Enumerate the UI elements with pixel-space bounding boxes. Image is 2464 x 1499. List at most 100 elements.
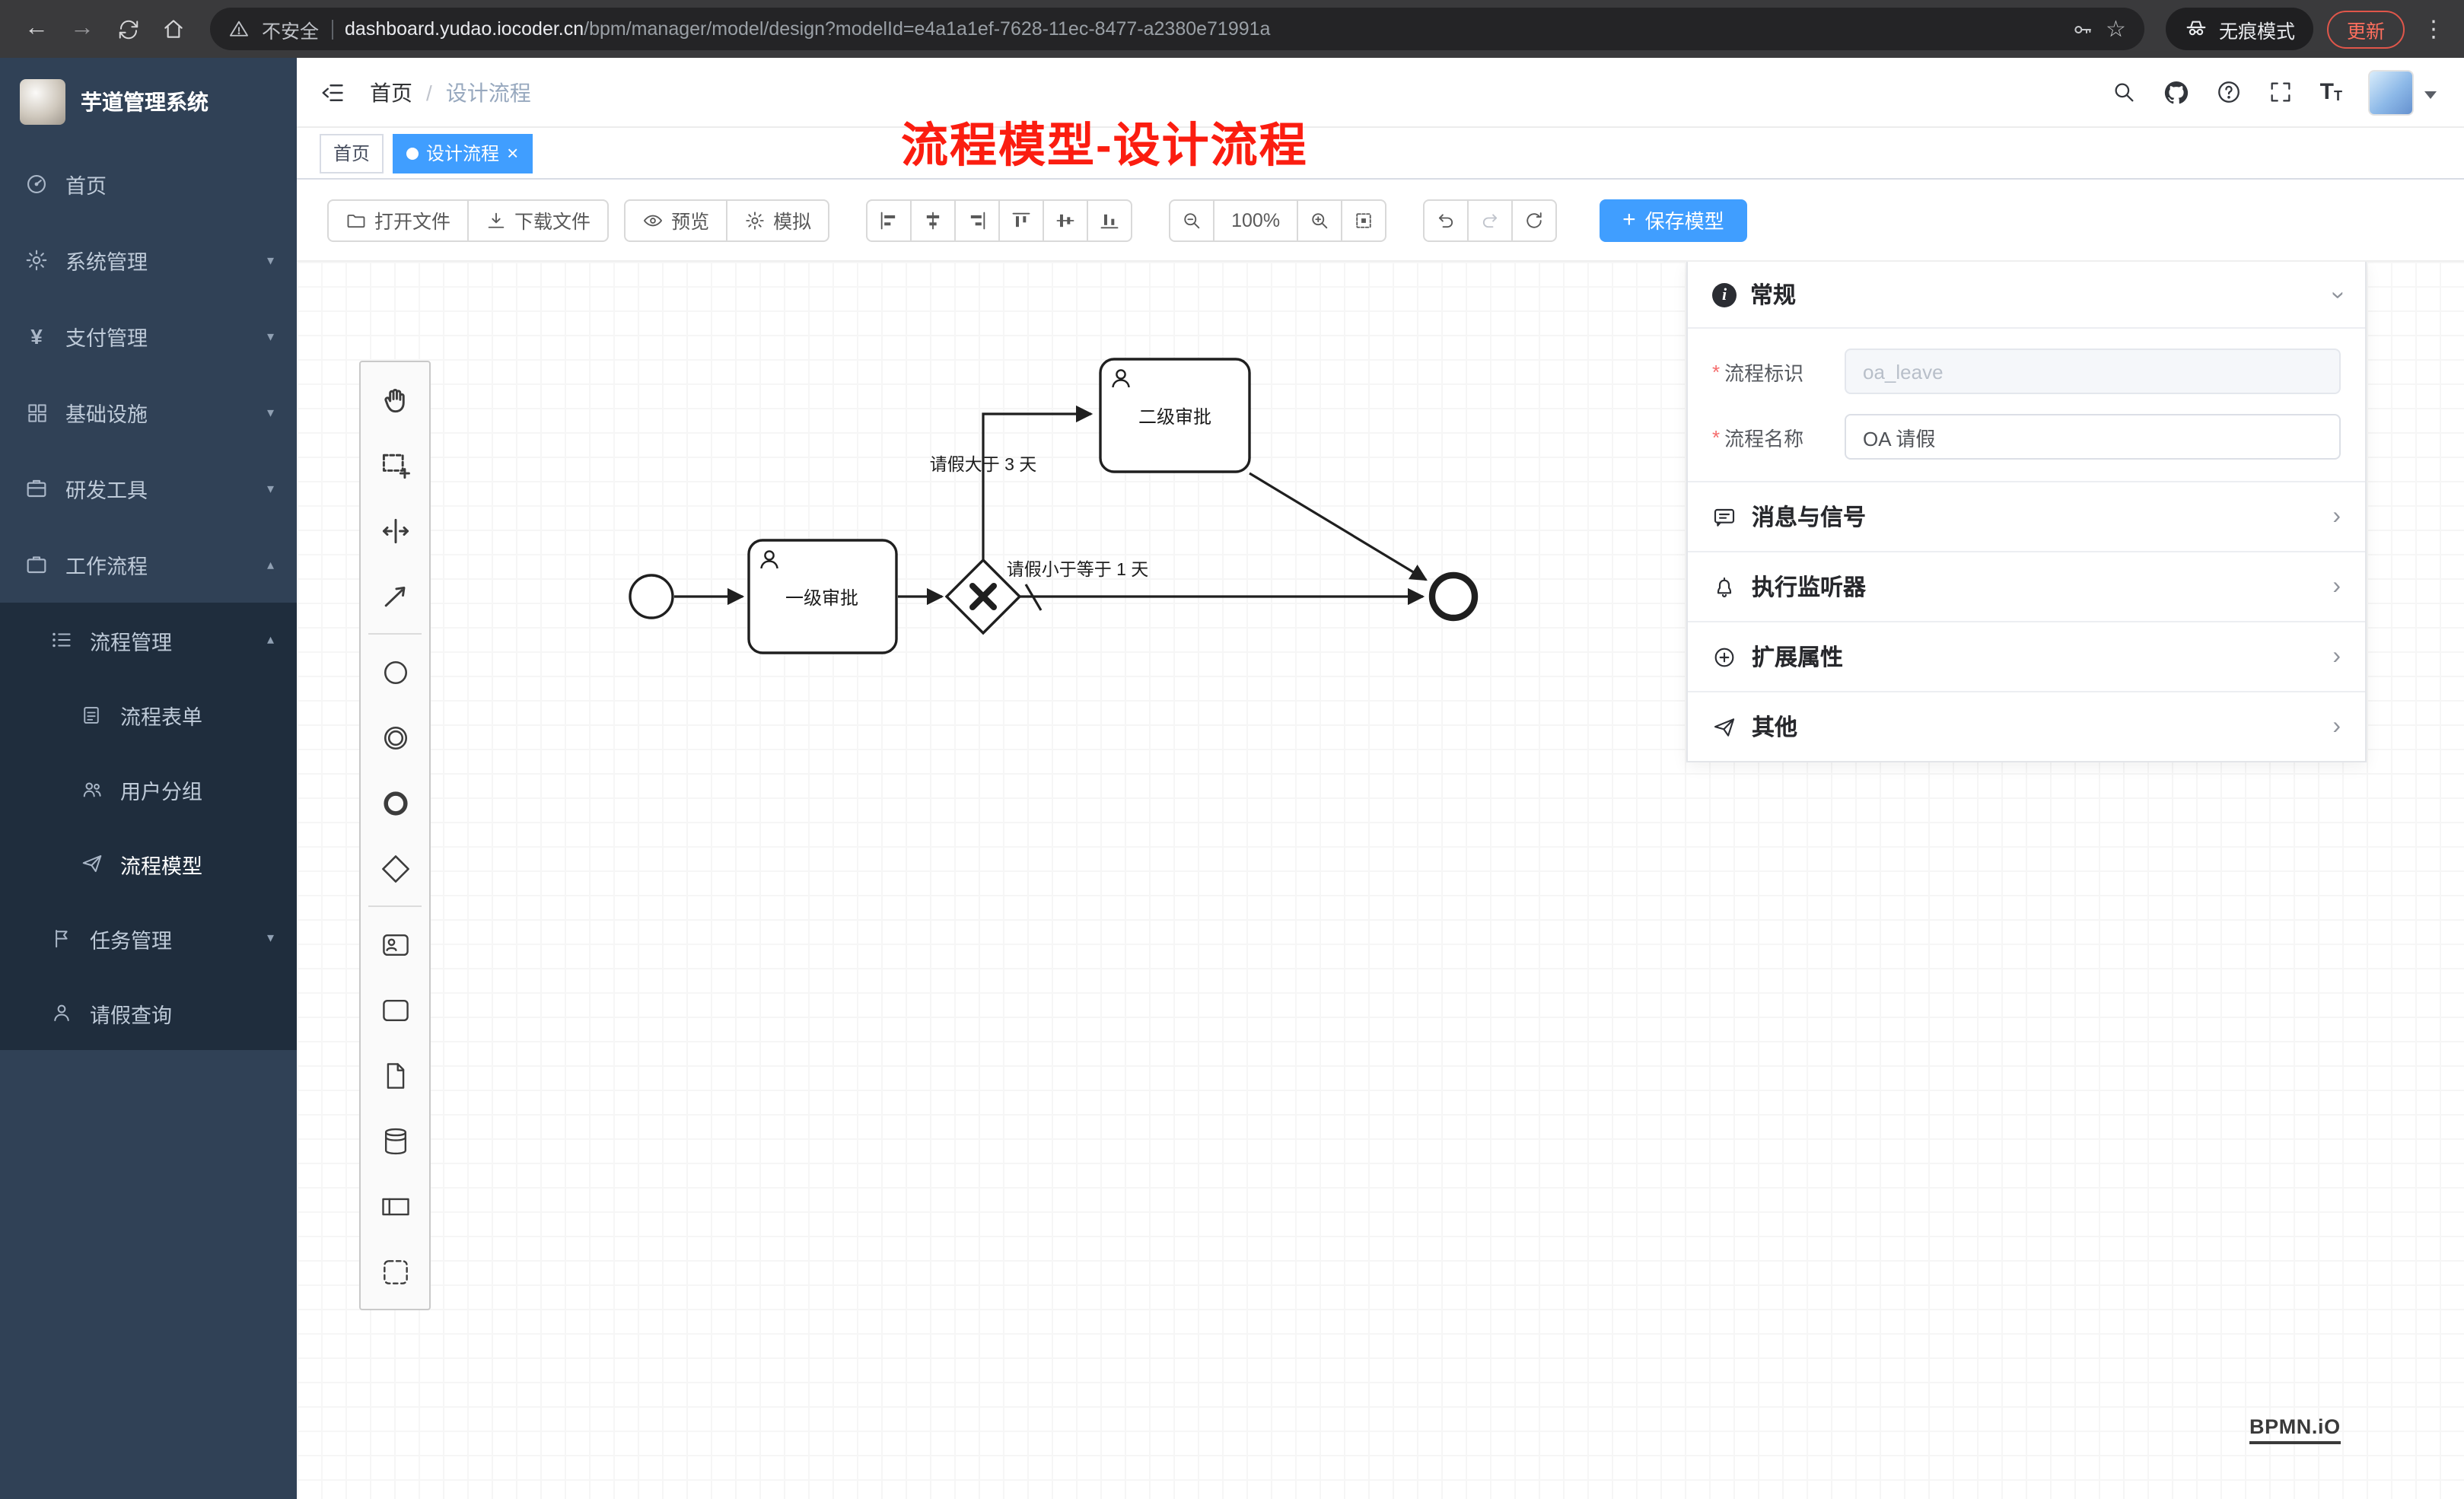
help-icon[interactable] xyxy=(2217,79,2243,105)
bookmark-star-icon[interactable]: ☆ xyxy=(2106,17,2126,43)
bpmn-gateway-exclusive[interactable] xyxy=(944,558,1022,635)
forward-icon[interactable]: → xyxy=(70,15,94,41)
align-top-button[interactable] xyxy=(998,199,1045,241)
flow-condition-label[interactable]: 请假大于 3 天 xyxy=(930,454,1037,474)
create-data-object[interactable] xyxy=(361,1042,429,1108)
sidebar-item-infrastructure[interactable]: 基础设施 ▾ xyxy=(0,374,297,450)
zoom-out-button[interactable] xyxy=(1169,199,1215,241)
section-messages-signals[interactable]: 消息与信号 › xyxy=(1688,481,2365,551)
redo-button[interactable] xyxy=(1467,199,1514,241)
process-name-input[interactable] xyxy=(1845,414,2341,460)
flow-gateway-to-task2[interactable] xyxy=(982,405,1094,560)
open-file-button[interactable]: 打开文件 xyxy=(327,199,470,241)
undo-button[interactable] xyxy=(1423,199,1469,241)
back-icon[interactable]: ← xyxy=(24,15,49,41)
sidebar-item-workflow[interactable]: 工作流程 ▴ xyxy=(0,527,297,603)
sidebar-item-user-group[interactable]: 用户分组 xyxy=(0,752,297,826)
preview-button[interactable]: 预览 xyxy=(624,199,728,241)
bpmn-start-event[interactable] xyxy=(629,574,674,619)
default-flow-marker xyxy=(1024,584,1043,611)
tag-home[interactable]: 首页 xyxy=(320,133,384,173)
end-event-icon xyxy=(383,791,407,815)
fullscreen-icon[interactable] xyxy=(2268,79,2294,105)
restart-button[interactable] xyxy=(1511,199,1558,241)
tag-design-process[interactable]: 设计流程 × xyxy=(393,133,533,173)
browser-menu-icon[interactable]: ⋮ xyxy=(2422,17,2445,43)
download-file-button[interactable]: 下载文件 xyxy=(467,199,610,241)
chevron-down-icon: ▾ xyxy=(266,930,274,945)
browser-update-button[interactable]: 更新 xyxy=(2326,10,2405,48)
reload-icon[interactable] xyxy=(107,8,149,50)
sidebar-item-system[interactable]: 系统管理 ▾ xyxy=(0,222,297,298)
bpmn-task-second-approval[interactable]: 二级审批 xyxy=(1099,358,1251,473)
sidebar-item-task-mgmt[interactable]: 任务管理 ▾ xyxy=(0,901,297,975)
palette-separator xyxy=(368,905,422,907)
url-bar[interactable]: 不安全 dashboard.yudao.iocoder.cn/bpm/manag… xyxy=(210,8,2144,50)
password-key-icon[interactable] xyxy=(2071,18,2093,40)
align-bottom-icon xyxy=(1100,213,1119,228)
folder-icon xyxy=(347,214,365,228)
align-left-icon xyxy=(880,211,896,229)
sidebar-item-home[interactable]: 首页 xyxy=(0,146,297,222)
sidebar-item-process-form[interactable]: 流程表单 xyxy=(0,677,297,752)
zoom-in-icon xyxy=(1312,212,1328,228)
sidebar-item-payment[interactable]: ¥ 支付管理 ▾ xyxy=(0,298,297,374)
tag-label: 首页 xyxy=(333,143,371,164)
list-icon xyxy=(47,629,75,651)
sidebar-collapse-icon[interactable] xyxy=(318,78,345,106)
sidebar-item-process-model[interactable]: 流程模型 xyxy=(0,826,297,901)
flow-task2-to-end[interactable] xyxy=(1249,472,1428,581)
create-intermediate-event[interactable] xyxy=(361,705,429,770)
create-participant[interactable] xyxy=(361,1173,429,1239)
hand-tool[interactable] xyxy=(361,367,429,432)
create-task[interactable] xyxy=(361,977,429,1042)
user-menu[interactable] xyxy=(2368,69,2437,115)
create-user-task[interactable] xyxy=(361,912,429,977)
sidebar-item-process-mgmt[interactable]: 流程管理 ▴ xyxy=(0,603,297,677)
create-gateway[interactable] xyxy=(361,835,429,901)
bpmn-io-watermark[interactable]: BPMN.iO xyxy=(2249,1415,2341,1444)
gateway-icon xyxy=(381,855,409,882)
reload-glyph xyxy=(118,19,138,39)
align-middle-button[interactable] xyxy=(1043,199,1089,241)
save-model-label: 保存模型 xyxy=(1644,210,1724,233)
section-extended-properties[interactable]: 扩展属性 › xyxy=(1688,621,2365,691)
flow-condition-label[interactable]: 请假小于等于 1 天 xyxy=(1007,559,1149,579)
bpmn-task-first-approval[interactable]: 一级审批 xyxy=(747,539,898,654)
bpmn-canvas[interactable]: 一级审批 xyxy=(297,262,2464,1499)
create-start-event[interactable] xyxy=(361,639,429,705)
close-icon[interactable]: × xyxy=(507,142,519,164)
search-icon[interactable] xyxy=(2112,79,2138,105)
section-other[interactable]: 其他 › xyxy=(1688,691,2365,761)
create-group[interactable] xyxy=(361,1239,429,1304)
section-execution-listeners[interactable]: 执行监听器 › xyxy=(1688,551,2365,621)
create-data-store[interactable] xyxy=(361,1108,429,1173)
lasso-tool[interactable] xyxy=(361,432,429,498)
space-tool[interactable] xyxy=(361,498,429,563)
general-section-header[interactable]: i 常规 › xyxy=(1688,262,2365,329)
create-end-event[interactable] xyxy=(361,770,429,835)
process-key-input[interactable] xyxy=(1845,348,2341,394)
sidebar-item-devtools[interactable]: 研发工具 ▾ xyxy=(0,450,297,527)
align-right-button[interactable] xyxy=(954,199,1001,241)
breadcrumb-home[interactable]: 首页 xyxy=(370,80,412,104)
zoom-reset-button[interactable] xyxy=(1341,199,1387,241)
zoom-in-button[interactable] xyxy=(1297,199,1343,241)
task-icon xyxy=(382,998,408,1021)
simulate-button[interactable]: 模拟 xyxy=(726,199,830,241)
redo-icon xyxy=(1483,213,1498,228)
bpmn-end-event[interactable] xyxy=(1428,571,1479,622)
open-file-label: 打开文件 xyxy=(374,212,451,233)
global-connect-tool[interactable] xyxy=(361,563,429,629)
home-icon[interactable] xyxy=(152,8,195,50)
align-center-button[interactable] xyxy=(910,199,957,241)
logo[interactable]: 芋道管理系统 xyxy=(0,58,297,146)
person-icon xyxy=(47,1001,75,1024)
align-left-button[interactable] xyxy=(866,199,912,241)
save-model-button[interactable]: + 保存模型 xyxy=(1600,199,1747,241)
github-icon[interactable] xyxy=(2163,78,2191,106)
sidebar-item-leave-query[interactable]: 请假查询 xyxy=(0,975,297,1050)
align-bottom-button[interactable] xyxy=(1087,199,1133,241)
